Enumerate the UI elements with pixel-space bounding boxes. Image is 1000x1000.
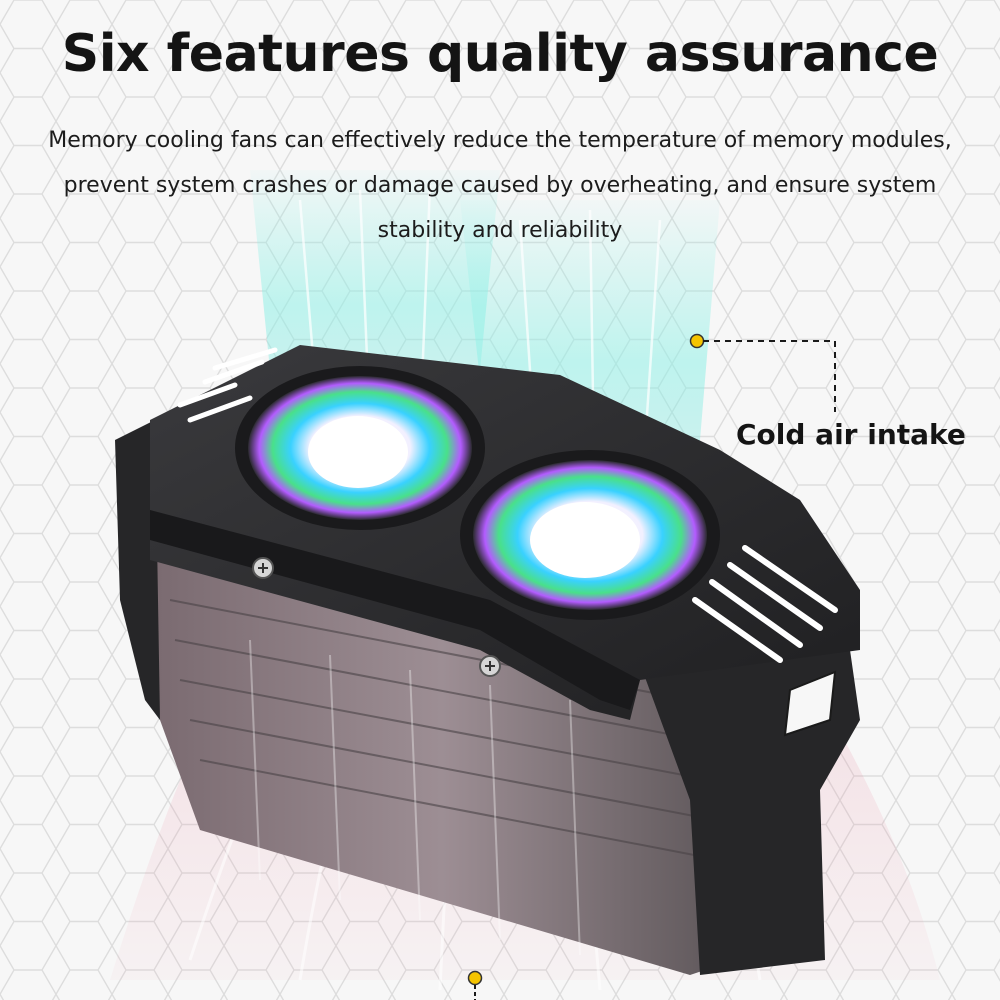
fan-icon (235, 366, 485, 530)
cold-air-intake-label: Cold air intake (736, 418, 966, 451)
screw-icon (479, 655, 501, 677)
page-title: Six features quality assurance (61, 24, 939, 84)
screw-icon (252, 557, 274, 579)
feature-description: Memory cooling fans can effectively redu… (48, 128, 952, 243)
fan-icon (460, 450, 720, 620)
